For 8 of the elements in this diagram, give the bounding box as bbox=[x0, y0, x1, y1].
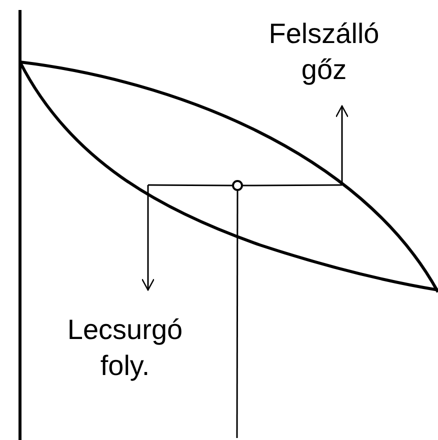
arrow bbox=[141, 185, 155, 291]
composition-line bbox=[243, 184, 342, 186]
phase-label: Lecsurgó foly. bbox=[66, 313, 184, 383]
arrow bbox=[335, 105, 349, 185]
phase-label: Felszálló gőz bbox=[268, 17, 380, 87]
feed-point-circle bbox=[232, 180, 243, 191]
composition-line bbox=[236, 191, 238, 438]
composition-line bbox=[148, 184, 232, 186]
